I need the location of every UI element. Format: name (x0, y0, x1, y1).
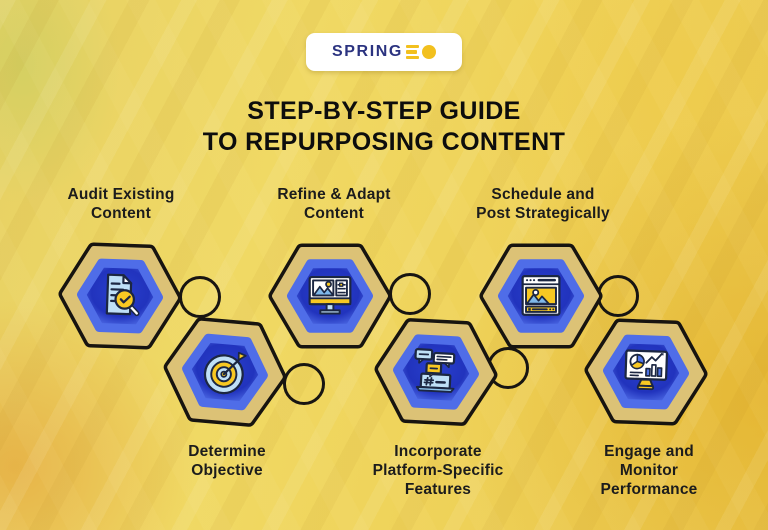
laptop-hashtag-chat-icon (414, 348, 456, 393)
step-hexagon-platform-features (371, 313, 501, 431)
connector-loop-2 (283, 363, 325, 405)
step-hexagon-audit (56, 238, 184, 354)
step-label-engage: Engage and Monitor Performance (601, 443, 698, 500)
step-hexagon-engage (582, 314, 710, 430)
logo-e-glyph (405, 45, 419, 59)
page-title: STEP-BY-STEP GUIDE TO REPURPOSING CONTEN… (0, 96, 768, 157)
step-label-objective: Determine Objective (188, 443, 266, 481)
label-line: Engage and (604, 443, 694, 460)
title-line-1: STEP-BY-STEP GUIDE (247, 97, 521, 125)
title-line-2: TO REPURPOSING CONTENT (202, 127, 566, 156)
label-line: Performance (600, 480, 698, 498)
label-line: Refine & Adapt (277, 186, 391, 203)
step-hexagon-schedule (479, 240, 603, 352)
connector-loop-5 (597, 275, 639, 317)
label-line: Post Strategically (476, 204, 610, 222)
label-line: Audit Existing (67, 186, 175, 203)
step-label-refine: Refine & Adapt Content (277, 186, 390, 224)
label-line: Incorporate (394, 443, 482, 460)
browser-scheduled-post-icon (521, 274, 561, 316)
step-label-schedule: Schedule and Post Strategically (476, 186, 610, 224)
label-line: Monitor (619, 461, 679, 479)
label-line: Content (91, 204, 151, 222)
step-hexagon-objective (158, 311, 291, 433)
label-line: Content (304, 204, 364, 222)
label-line: Platform-Specific (372, 461, 504, 479)
logo-o-glyph (421, 45, 436, 59)
label-line: Schedule and (491, 186, 595, 203)
logo-text: SPRING (332, 43, 403, 60)
analytics-monitor-icon (624, 349, 669, 391)
connector-loop-3 (389, 273, 431, 315)
audit-document-magnifier-icon (105, 273, 140, 317)
step-label-audit: Audit Existing Content (68, 186, 175, 224)
springeo-logo: SPRING (306, 33, 462, 71)
step-label-platform-features: Incorporate Platform-Specific Features (373, 443, 504, 500)
target-dart-icon (203, 351, 247, 395)
monitor-image-settings-icon (308, 275, 352, 315)
label-line: Features (404, 480, 472, 498)
label-line: Determine (188, 443, 266, 460)
label-line: Objective (191, 461, 263, 479)
step-hexagon-refine (268, 240, 392, 352)
